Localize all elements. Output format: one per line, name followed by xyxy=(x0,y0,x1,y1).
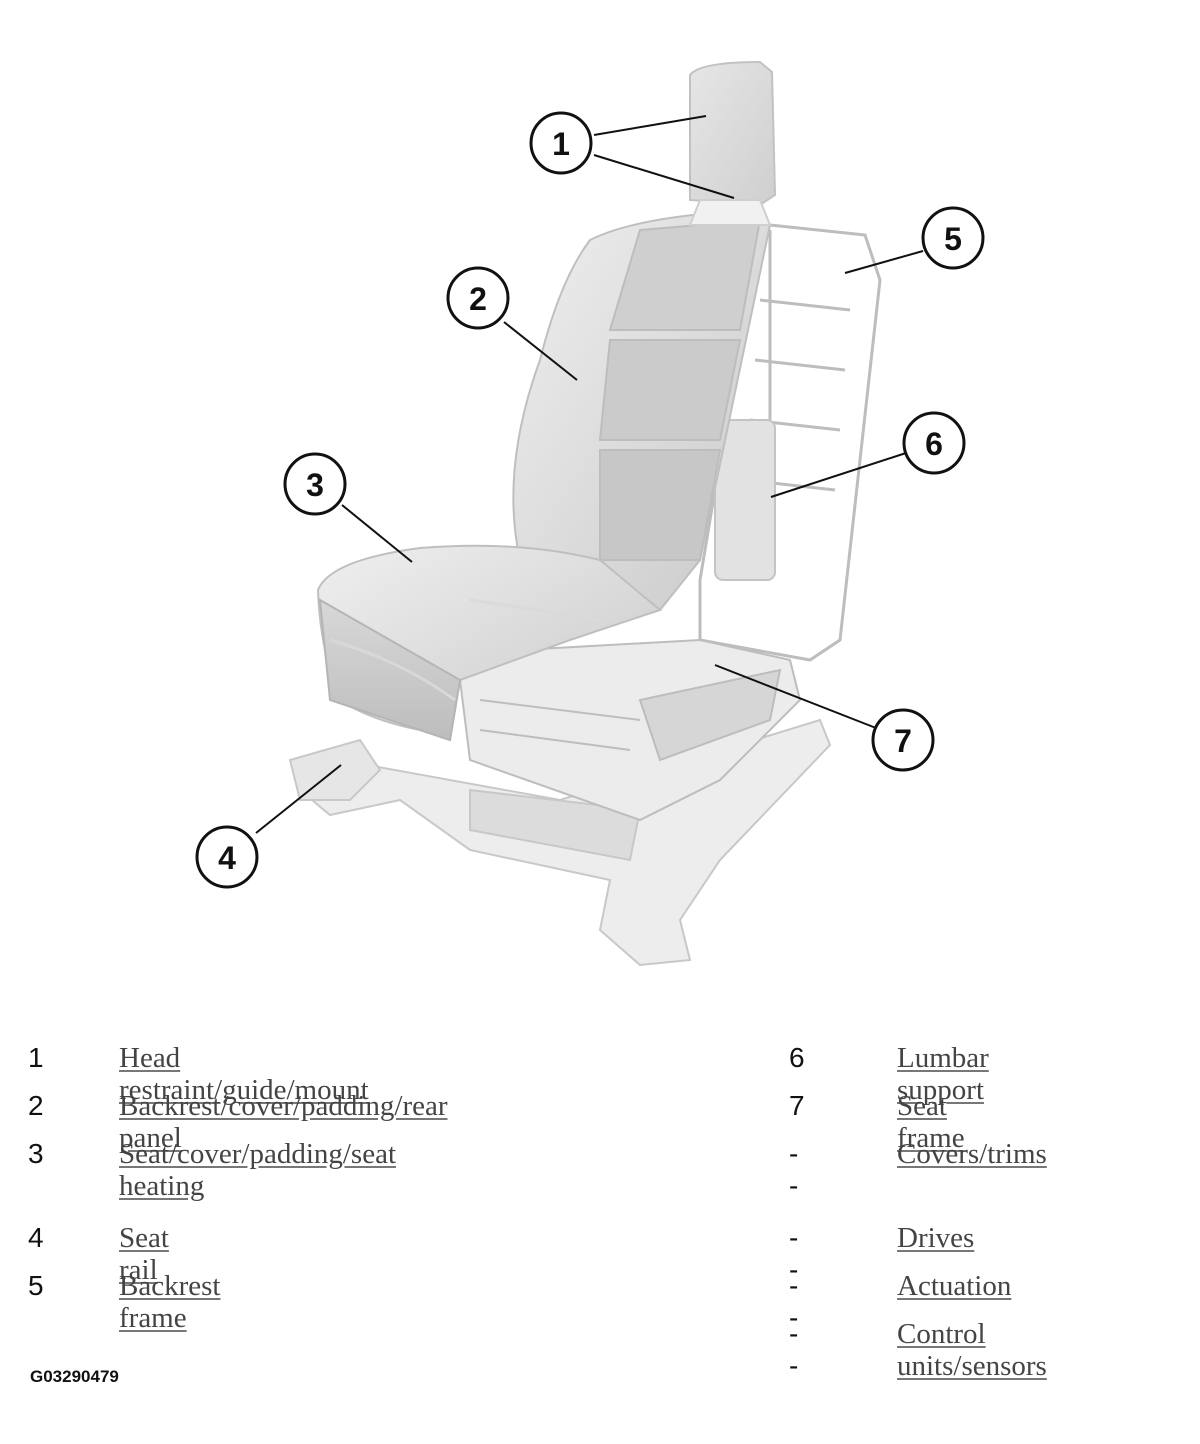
svg-text:5: 5 xyxy=(944,221,962,257)
legend-link-backrest[interactable]: Backrest/cover/padding/rear panel xyxy=(119,1090,448,1154)
legend-number: -- xyxy=(789,1138,799,1201)
legend-number: 1 xyxy=(28,1042,44,1073)
legend-number: 2 xyxy=(28,1090,44,1121)
legend-number: 5 xyxy=(28,1270,44,1301)
callout-3: 3 xyxy=(283,452,347,516)
svg-text:3: 3 xyxy=(306,467,324,503)
legend-number: 3 xyxy=(28,1138,44,1169)
svg-text:4: 4 xyxy=(218,840,236,876)
seat-cushion xyxy=(316,544,663,742)
legend-number: 7 xyxy=(789,1090,805,1121)
callout-6: 6 xyxy=(902,411,966,475)
legend-number: 6 xyxy=(789,1042,805,1073)
callout-4: 4 xyxy=(195,825,259,889)
legend-number: -- xyxy=(789,1318,799,1381)
callout-5: 5 xyxy=(921,206,985,270)
legend-link-actuation[interactable]: Actuation xyxy=(897,1270,1012,1302)
svg-text:7: 7 xyxy=(894,723,912,759)
figure-id: G03290479 xyxy=(30,1367,119,1386)
callout-1: 1 xyxy=(529,111,593,175)
svg-text:1: 1 xyxy=(552,126,570,162)
seat-frame xyxy=(458,638,802,822)
head-restraint xyxy=(688,60,777,226)
svg-text:2: 2 xyxy=(469,281,487,317)
leader-lines xyxy=(255,115,924,834)
legend-link-drives[interactable]: Drives xyxy=(897,1222,975,1254)
legend-link-lumbar-support[interactable]: Lumbar support xyxy=(897,1042,989,1106)
legend-link-head-restraint[interactable]: Head restraint/guide/mount xyxy=(119,1042,369,1106)
legend-number: 4 xyxy=(28,1222,44,1253)
seat-diagram: 1 2 3 4 5 6 7 xyxy=(195,60,985,967)
lumbar-support-panel xyxy=(714,419,776,581)
legend-link-control-units[interactable]: Control units/sensors xyxy=(897,1318,1047,1382)
legend-link-seat-rail[interactable]: Seat rail xyxy=(119,1222,169,1286)
legend-number: -- xyxy=(789,1270,799,1333)
svg-text:6: 6 xyxy=(925,426,943,462)
callout-2: 2 xyxy=(446,266,510,330)
legend-link-seat-frame[interactable]: Seat frame xyxy=(897,1090,965,1154)
legend-number: -- xyxy=(789,1222,799,1285)
legend-link-seat[interactable]: Seat/cover/padding/seat heating xyxy=(119,1138,397,1202)
legend-link-covers-trims[interactable]: Covers/trims xyxy=(897,1138,1047,1170)
callout-7: 7 xyxy=(871,708,935,772)
legend-link-backrest-frame[interactable]: Backrest frame xyxy=(119,1270,221,1334)
backrest-cover xyxy=(512,208,772,612)
